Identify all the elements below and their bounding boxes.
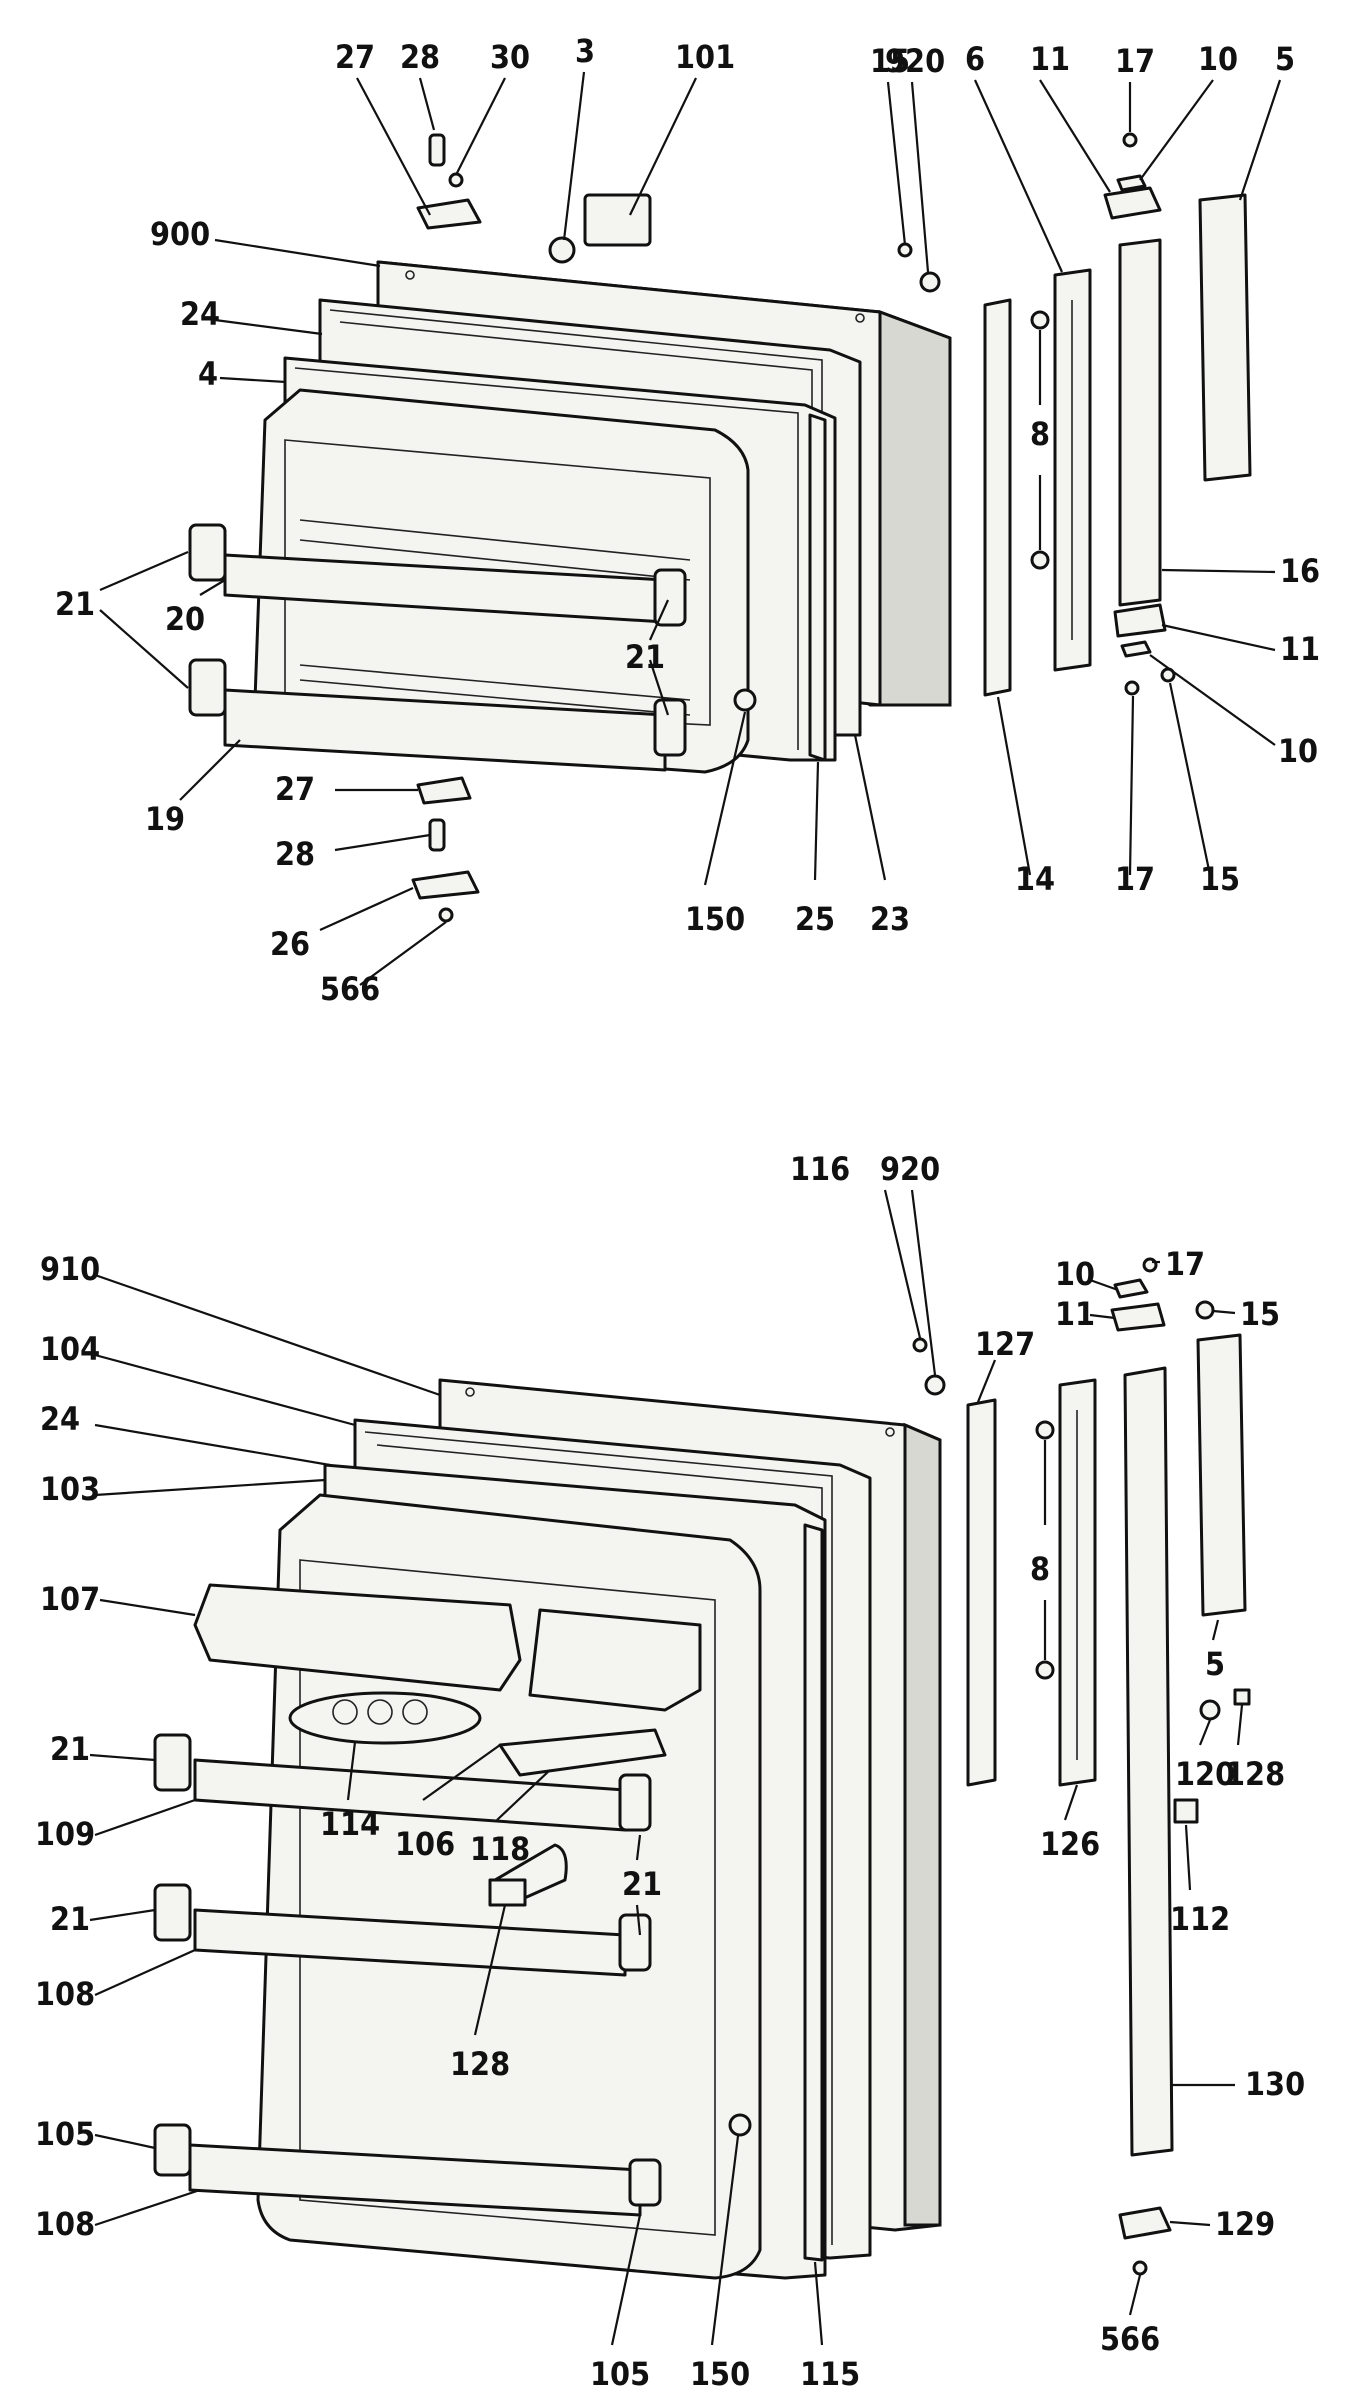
gasket-strip — [808, 413, 827, 762]
door-handle — [1196, 1333, 1247, 1617]
cap-insert-top — [1113, 1278, 1149, 1299]
label-27-b: 27 — [275, 770, 315, 808]
label-20: 20 — [165, 600, 205, 638]
label-107: 107 — [40, 1580, 100, 1618]
label-21-b: 21 — [622, 1865, 662, 1903]
label-116: 116 — [790, 1150, 850, 1188]
label-105-a: 105 — [35, 2115, 95, 2153]
label-105-b: 105 — [590, 2355, 650, 2393]
label-21-b: 21 — [625, 638, 665, 676]
label-11: 11 — [1055, 1295, 1095, 1333]
label-14: 14 — [1015, 860, 1055, 898]
screws-upper — [897, 132, 1176, 696]
label-920: 920 — [885, 42, 945, 80]
gasket-strip — [803, 1523, 824, 2262]
label-26: 26 — [270, 925, 310, 963]
label-101: 101 — [675, 38, 735, 76]
label-6: 6 — [965, 40, 985, 78]
label-104: 104 — [40, 1330, 100, 1368]
label-15-b: 15 — [1200, 860, 1240, 898]
label-150: 150 — [685, 900, 745, 938]
label-910: 910 — [40, 1250, 100, 1288]
label-109: 109 — [35, 1815, 95, 1853]
leader-lines-upper — [99, 71, 1282, 986]
label-5: 5 — [1205, 1645, 1225, 1683]
top-hinge-parts — [416, 133, 652, 264]
label-920: 920 — [880, 1150, 940, 1188]
label-28-b: 28 — [275, 835, 315, 873]
label-129: 129 — [1215, 2205, 1275, 2243]
label-5: 5 — [1275, 40, 1295, 78]
part-labels-lower: 116 920 910 104 24 103 127 10 17 11 15 1… — [35, 1150, 1305, 2393]
label-17: 17 — [1115, 42, 1155, 80]
label-17: 17 — [1165, 1245, 1205, 1283]
label-10-b: 10 — [1278, 732, 1318, 770]
hinge-channel — [1035, 1378, 1097, 1787]
label-11-b: 11 — [1280, 630, 1320, 668]
label-127: 127 — [975, 1325, 1035, 1363]
label-103: 103 — [40, 1470, 100, 1508]
label-28: 28 — [400, 38, 440, 76]
door-handle — [1198, 193, 1252, 482]
label-24: 24 — [180, 295, 220, 333]
lower-door-assembly: 116 920 910 104 24 103 127 10 17 11 15 1… — [35, 1150, 1305, 2393]
label-16: 16 — [1280, 552, 1320, 590]
door-inner-liner — [188, 388, 757, 774]
handle-cap-top — [1103, 186, 1162, 220]
label-10: 10 — [1055, 1255, 1095, 1293]
label-115: 115 — [800, 2355, 860, 2393]
label-25: 25 — [795, 900, 835, 938]
label-27: 27 — [335, 38, 375, 76]
label-120: 120 — [1175, 1755, 1235, 1793]
label-4: 4 — [198, 355, 218, 393]
label-108-b: 108 — [35, 2205, 95, 2243]
label-106: 106 — [395, 1825, 455, 1863]
label-126: 126 — [1040, 1825, 1100, 1863]
label-21-a: 21 — [55, 585, 95, 623]
hinge-channel — [1030, 268, 1092, 672]
label-30: 30 — [490, 38, 530, 76]
label-8: 8 — [1030, 1550, 1050, 1588]
label-566: 566 — [320, 970, 380, 1008]
handle-extrusion — [1118, 238, 1162, 607]
handle-cap-bottom — [1118, 2206, 1172, 2240]
label-24: 24 — [40, 1400, 80, 1438]
label-128-b: 128 — [1225, 1755, 1285, 1793]
label-8: 8 — [1030, 415, 1050, 453]
label-118: 118 — [470, 1830, 530, 1868]
handle-cap-bottom — [1113, 603, 1167, 638]
label-15: 15 — [1240, 1295, 1280, 1333]
upper-door-assembly: 27 28 30 3 101 15 920 6 11 17 10 5 900 2… — [55, 32, 1320, 1008]
handle-extrusion — [1123, 1366, 1174, 2157]
label-112: 112 — [1170, 1900, 1230, 1938]
door-stop-bar — [983, 298, 1012, 697]
handle-cap-top — [1110, 1302, 1166, 1332]
label-10: 10 — [1198, 40, 1238, 78]
label-566: 566 — [1100, 2320, 1160, 2358]
label-3: 3 — [575, 32, 595, 70]
label-19: 19 — [145, 800, 185, 838]
label-11: 11 — [1030, 40, 1070, 78]
label-130: 130 — [1245, 2065, 1305, 2103]
label-23: 23 — [870, 900, 910, 938]
label-150: 150 — [690, 2355, 750, 2393]
part-labels-upper: 27 28 30 3 101 15 920 6 11 17 10 5 900 2… — [55, 32, 1320, 1008]
label-15: 15 — [870, 42, 910, 80]
door-stop-bar — [966, 1398, 997, 1787]
label-900: 900 — [150, 215, 210, 253]
door-inner-liner — [153, 1493, 762, 2280]
label-21-a: 21 — [50, 1730, 90, 1768]
cap-insert-top — [1116, 174, 1147, 192]
label-17-b: 17 — [1115, 860, 1155, 898]
leader-lines-lower — [89, 1189, 1244, 2346]
label-128-a: 128 — [450, 2045, 510, 2083]
cap-insert-bottom — [1120, 640, 1152, 658]
bottom-hinge-parts — [411, 776, 480, 923]
label-108-a: 108 — [35, 1975, 95, 2013]
label-21-c: 21 — [50, 1900, 90, 1938]
label-114: 114 — [320, 1805, 380, 1843]
